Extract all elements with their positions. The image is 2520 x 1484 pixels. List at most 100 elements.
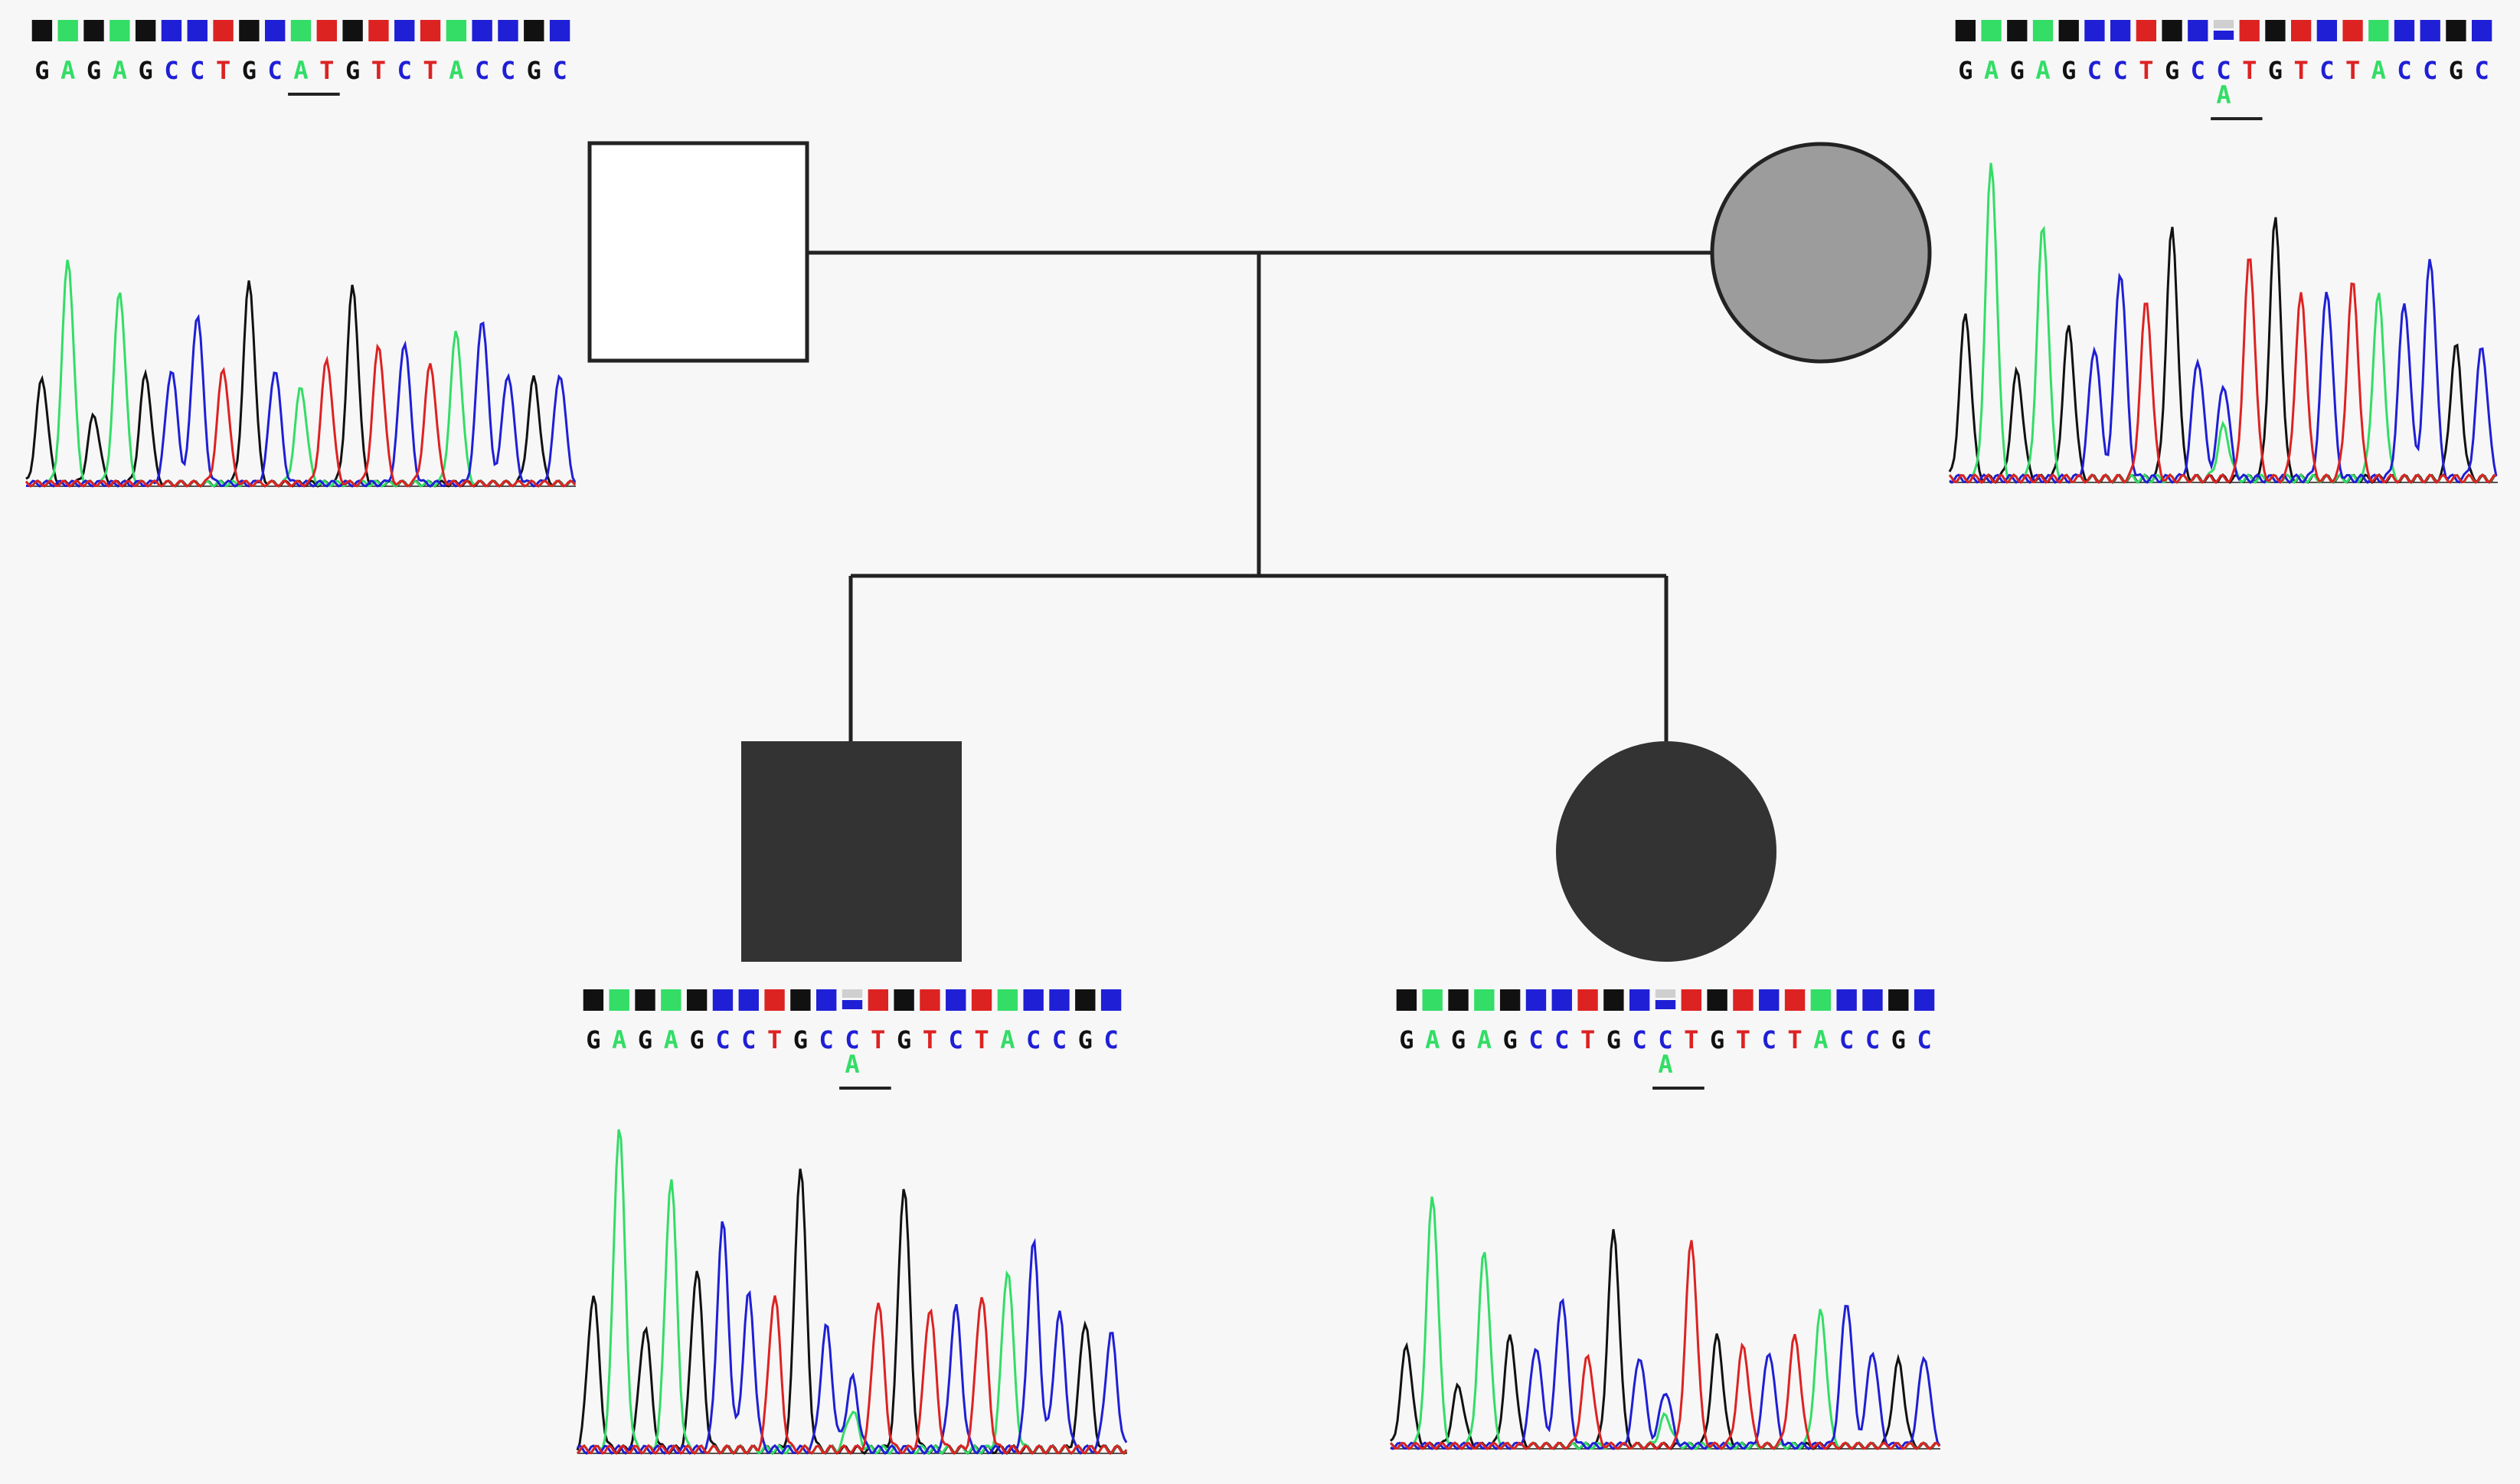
base-square xyxy=(57,20,78,41)
base-call-letter: G xyxy=(345,56,360,85)
base-call-letter: T xyxy=(1736,1025,1750,1054)
base-call-letter: T xyxy=(2345,56,2360,85)
base-call-letter: C xyxy=(949,1025,963,1054)
base-square xyxy=(342,20,363,41)
base-call-letter: T xyxy=(1580,1025,1595,1054)
base-call-letter: A xyxy=(2371,56,2386,85)
base-call-letter: A xyxy=(1000,1025,1015,1054)
base-square xyxy=(635,989,655,1011)
base-square xyxy=(2290,20,2312,41)
trace-T-channel xyxy=(576,1295,1128,1456)
base-square xyxy=(1759,989,1780,1011)
base-square xyxy=(31,20,53,41)
base-call-letter: C xyxy=(2397,56,2411,85)
base-square xyxy=(2446,20,2466,41)
base-square xyxy=(524,20,544,41)
base-call-letter: C xyxy=(2113,56,2128,85)
base-square xyxy=(712,989,734,1011)
base-square xyxy=(946,989,966,1011)
base-call-letter: T xyxy=(767,1025,782,1054)
base-call-letter: T xyxy=(2294,56,2309,85)
base-call-letter: G xyxy=(34,56,49,85)
base-call-letter: C xyxy=(2475,56,2489,85)
base-square xyxy=(368,20,389,41)
base-call-letter: C xyxy=(2423,56,2437,85)
base-call-letter: A xyxy=(1813,1025,1828,1054)
base-square xyxy=(394,20,415,41)
base-square xyxy=(2394,20,2415,41)
son-base-color-squares xyxy=(583,989,1122,1011)
base-call-letter: A xyxy=(1425,1025,1440,1054)
base-square xyxy=(971,989,992,1011)
base-call-letter: A xyxy=(1984,56,1999,85)
base-call-letter: G xyxy=(793,1025,808,1054)
base-call-letter: G xyxy=(1503,1025,1518,1054)
base-square xyxy=(1499,989,1521,1011)
base-call-letter: T xyxy=(1787,1025,1802,1054)
base-square xyxy=(686,989,708,1011)
mother-circle-symbol xyxy=(1710,142,1932,364)
base-call-letter: C xyxy=(1839,1025,1854,1054)
base-square-mixed xyxy=(842,989,863,998)
trace-T-channel xyxy=(1389,1240,1941,1450)
trace-C-channel xyxy=(576,1221,1128,1456)
base-square xyxy=(2316,20,2338,41)
base-square xyxy=(1075,989,1096,1011)
base-call-letter: G xyxy=(527,56,541,85)
base-square xyxy=(1810,989,1832,1011)
base-square xyxy=(2265,20,2286,41)
base-call-letter: G xyxy=(2165,56,2179,85)
daughter-circle-symbol xyxy=(1556,741,1776,962)
base-call-letter: T xyxy=(923,1025,937,1054)
base-square xyxy=(2007,20,2028,41)
base-call-letter: G xyxy=(1958,56,1973,85)
base-square xyxy=(265,20,286,41)
father-square-symbol xyxy=(587,141,809,363)
base-square xyxy=(1888,989,1909,1011)
base-call-letter: T xyxy=(216,56,230,85)
base-square xyxy=(1655,1000,1676,1009)
trace-T-channel xyxy=(1948,258,2497,485)
base-square xyxy=(1707,989,1727,1011)
base-square xyxy=(2239,20,2260,41)
base-square xyxy=(1784,989,1806,1011)
base-call-letter: C xyxy=(1658,1025,1672,1054)
base-square xyxy=(187,20,208,41)
base-square xyxy=(1448,989,1469,1011)
base-call-letter: G xyxy=(87,56,101,85)
base-call-letter: C xyxy=(1633,1025,1647,1054)
base-square xyxy=(2136,20,2157,41)
base-square xyxy=(1681,989,1701,1011)
base-call-letter: G xyxy=(1710,1025,1724,1054)
son-chromatogram xyxy=(576,1129,1128,1456)
base-call-letter: C xyxy=(1103,1025,1118,1054)
base-call-letter: C xyxy=(397,56,412,85)
base-call-letter: G xyxy=(2010,56,2025,85)
trace-T-channel xyxy=(25,343,577,488)
base-square xyxy=(2420,20,2440,41)
alternate-allele-letter: A xyxy=(845,1050,859,1079)
trace-C-channel xyxy=(25,313,577,488)
base-call-letter: G xyxy=(1399,1025,1414,1054)
base-square xyxy=(1049,989,1070,1011)
base-call-letter: C xyxy=(475,56,489,85)
base-square xyxy=(1525,989,1547,1011)
base-square xyxy=(1862,989,1883,1011)
base-call-letter: C xyxy=(268,56,283,85)
base-square xyxy=(2213,31,2234,40)
base-square xyxy=(894,989,914,1011)
base-call-letter: C xyxy=(2191,56,2205,85)
base-square xyxy=(472,20,492,41)
base-square xyxy=(790,989,811,1011)
base-square xyxy=(316,20,337,41)
daughter-chromatogram xyxy=(1389,1196,1941,1450)
base-call-letter: A xyxy=(612,1025,626,1054)
base-square xyxy=(738,989,759,1011)
